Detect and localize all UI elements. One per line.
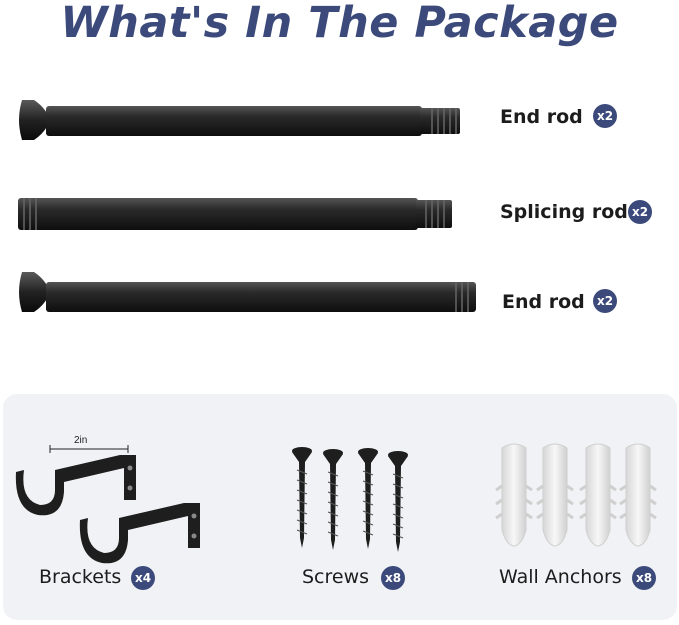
rod-label-1: End rod bbox=[500, 106, 583, 128]
wall-anchor-icon bbox=[495, 443, 533, 547]
wall-anchor-icon bbox=[536, 443, 574, 547]
wall-anchor-icon bbox=[579, 443, 617, 547]
accessory-qty-badge-brackets: x4 bbox=[131, 566, 155, 590]
rod-qty-badge-3: x2 bbox=[593, 289, 617, 313]
wall-anchor-icon bbox=[619, 443, 657, 547]
screw-icon bbox=[388, 451, 408, 552]
accessory-label-screws: Screws bbox=[302, 566, 370, 588]
accessory-qty-badge-screws: x8 bbox=[381, 566, 405, 590]
end-rod-bottom bbox=[19, 272, 476, 312]
accessory-qty-badge-wall-anchors: x8 bbox=[632, 566, 656, 590]
splicing-rod bbox=[18, 198, 452, 230]
end-rod-top bbox=[19, 100, 460, 140]
rod-label-3: End rod bbox=[502, 291, 585, 313]
rod-qty-badge-2: x2 bbox=[628, 200, 652, 224]
accessory-label-wall-anchors: Wall Anchors bbox=[499, 566, 622, 588]
rod-qty-badge-1: x2 bbox=[593, 104, 617, 128]
bracket-icon bbox=[79, 503, 200, 564]
bracket-dimension-label: 2in bbox=[74, 435, 88, 446]
rod-label-2: Splicing rod bbox=[500, 201, 628, 223]
screw-icon bbox=[323, 449, 343, 550]
dimension-line bbox=[49, 445, 129, 453]
bracket-icon bbox=[15, 455, 136, 516]
screw-icon bbox=[292, 447, 312, 548]
accessory-label-brackets: Brackets bbox=[39, 566, 122, 588]
screw-icon bbox=[358, 448, 378, 549]
page-title: What's In The Package bbox=[60, 0, 619, 48]
